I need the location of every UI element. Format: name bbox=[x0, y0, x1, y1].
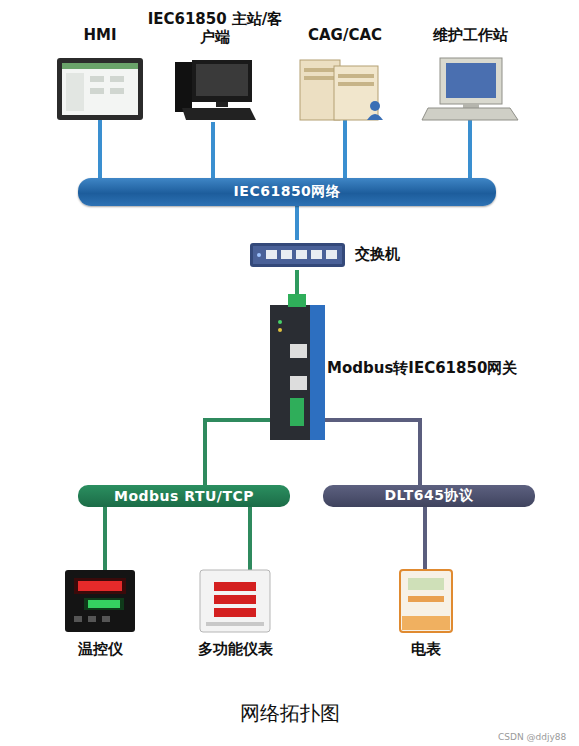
hmi-icon bbox=[57, 58, 143, 120]
switch-icon bbox=[250, 243, 345, 267]
workstation-device: 维护工作站 bbox=[420, 58, 520, 120]
server-icon bbox=[300, 60, 383, 120]
switch-device: 交换机 bbox=[250, 240, 345, 270]
device-label: 多功能仪表 bbox=[175, 640, 295, 658]
network-link bbox=[103, 507, 107, 570]
network-link bbox=[325, 420, 420, 485]
network-band: IEC61850网络 bbox=[78, 178, 496, 206]
workstation-icon bbox=[422, 58, 518, 120]
gateway-device: Modbus转IEC61850网关 bbox=[270, 295, 325, 440]
band-label: IEC61850网络 bbox=[234, 183, 341, 201]
device-label: Modbus转IEC61850网关 bbox=[327, 359, 537, 377]
network-link bbox=[248, 507, 252, 570]
temperature-controller-icon bbox=[65, 570, 135, 632]
hmi-device: HMI bbox=[57, 58, 143, 120]
device-label: HMI bbox=[37, 26, 163, 44]
field-device: 多功能仪表 bbox=[200, 570, 270, 632]
device-label: 电表 bbox=[371, 640, 481, 658]
network-link bbox=[205, 420, 270, 485]
network-link bbox=[211, 122, 215, 178]
client-device: IEC61850 主站/客户端 bbox=[175, 60, 255, 122]
network-link bbox=[468, 120, 472, 178]
gateway-icon bbox=[270, 294, 325, 440]
device-label: 维护工作站 bbox=[415, 26, 525, 44]
network-link bbox=[295, 206, 299, 240]
protocol-band: Modbus RTU/TCP bbox=[78, 485, 290, 507]
band-label: Modbus RTU/TCP bbox=[114, 488, 254, 504]
device-label: 交换机 bbox=[355, 245, 435, 263]
field-device: 温控仪 bbox=[65, 570, 135, 632]
band-label: DLT645协议 bbox=[385, 487, 474, 505]
watermark: CSDN @ddjy88 bbox=[498, 732, 566, 742]
device-label: IEC61850 主站/客户端 bbox=[145, 10, 285, 46]
server-device: CAG/CAC bbox=[300, 58, 390, 120]
energy-meter-icon bbox=[400, 570, 452, 632]
figure-caption: 网络拓扑图 bbox=[0, 700, 579, 727]
network-link bbox=[423, 507, 427, 570]
network-link bbox=[98, 120, 102, 178]
field-device: 电表 bbox=[400, 570, 452, 632]
network-link bbox=[343, 120, 347, 178]
multifunction-meter-icon bbox=[200, 570, 270, 632]
computer-icon bbox=[175, 60, 256, 120]
device-label: 温控仪 bbox=[45, 640, 155, 658]
network-link bbox=[295, 270, 299, 295]
device-label: CAG/CAC bbox=[290, 26, 400, 44]
protocol-band: DLT645协议 bbox=[323, 485, 535, 507]
